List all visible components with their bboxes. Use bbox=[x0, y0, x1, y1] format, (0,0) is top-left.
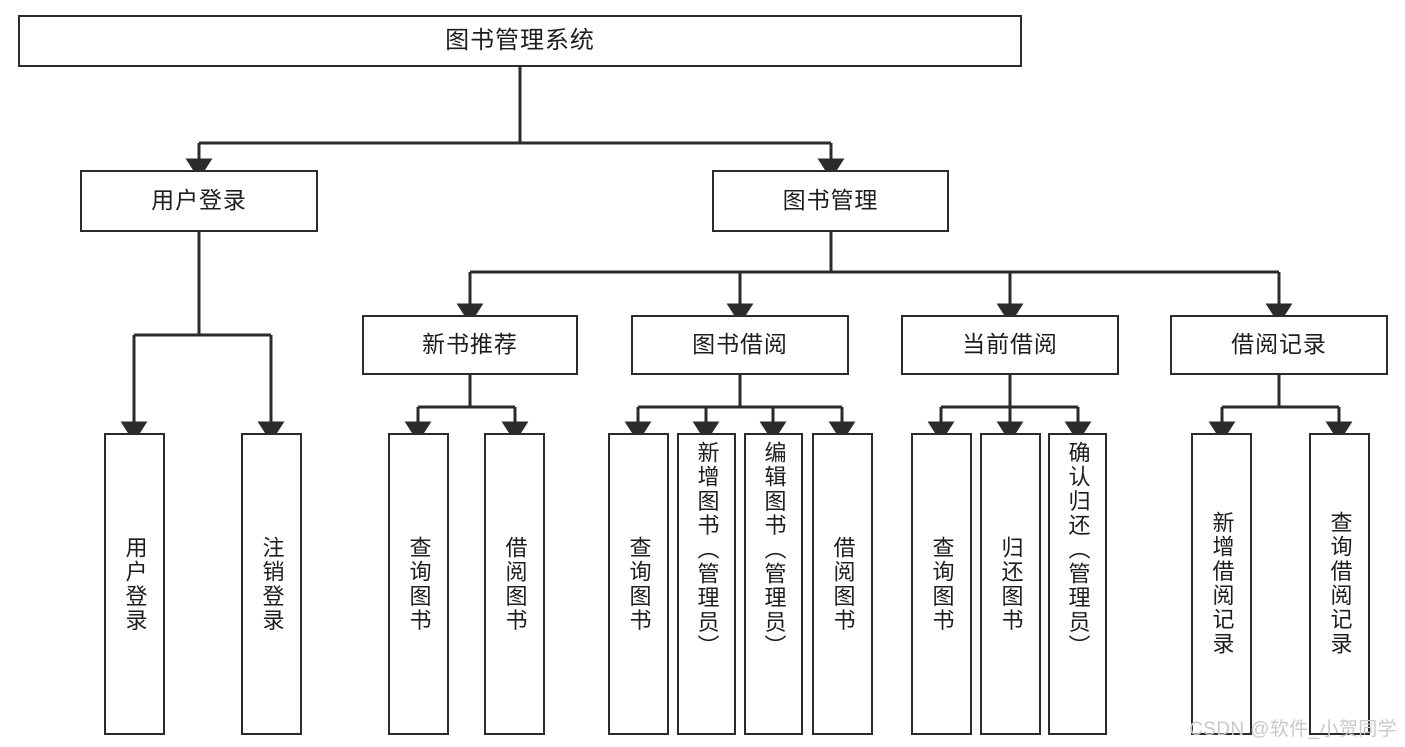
node-label: 图书管理系统 bbox=[445, 26, 595, 54]
leaf-edit-book-admin[interactable]: 编辑图书（管理员） bbox=[744, 433, 803, 735]
node-label: 新增图书（管理员） bbox=[694, 441, 720, 659]
leaf-borrow-book[interactable]: 借阅图书 bbox=[812, 433, 873, 735]
leaf-query-borrow-record[interactable]: 查询借阅记录 bbox=[1309, 433, 1370, 735]
node-book-management[interactable]: 图书管理 bbox=[712, 170, 949, 232]
leaf-user-login[interactable]: 用户登录 bbox=[104, 433, 165, 735]
leaf-user-logout[interactable]: 注销登录 bbox=[241, 433, 302, 735]
node-label: 图书管理 bbox=[782, 187, 879, 214]
node-label: 新书推荐 bbox=[422, 331, 518, 358]
leaf-return-book[interactable]: 归还图书 bbox=[980, 433, 1041, 735]
node-new-book-recommend[interactable]: 新书推荐 bbox=[362, 315, 578, 375]
node-label: 借阅图书 bbox=[502, 535, 528, 633]
leaf-add-book-admin[interactable]: 新增图书（管理员） bbox=[677, 433, 736, 735]
node-borrow-record[interactable]: 借阅记录 bbox=[1170, 315, 1388, 375]
leaf-query-book-borrow[interactable]: 查询图书 bbox=[608, 433, 669, 735]
node-root-system[interactable]: 图书管理系统 bbox=[18, 15, 1022, 67]
watermark-text: CSDN @软件_小贺同学 bbox=[1189, 719, 1397, 740]
node-label: 新增借阅记录 bbox=[1209, 511, 1235, 657]
node-label: 注销登录 bbox=[259, 535, 285, 633]
node-label: 借阅记录 bbox=[1231, 331, 1327, 358]
node-label: 确认归还（管理员） bbox=[1065, 441, 1091, 659]
node-label: 编辑图书（管理员） bbox=[761, 441, 787, 659]
leaf-add-borrow-record[interactable]: 新增借阅记录 bbox=[1191, 433, 1252, 735]
node-label: 查询图书 bbox=[626, 535, 652, 633]
leaf-query-book-recommend[interactable]: 查询图书 bbox=[388, 433, 449, 735]
node-current-borrow[interactable]: 当前借阅 bbox=[901, 315, 1119, 375]
leaf-query-book-current[interactable]: 查询图书 bbox=[911, 433, 972, 735]
node-label: 当前借阅 bbox=[962, 331, 1058, 358]
node-label: 归还图书 bbox=[998, 535, 1024, 633]
node-label: 查询借阅记录 bbox=[1327, 511, 1353, 657]
node-label: 借阅图书 bbox=[830, 535, 856, 633]
node-label: 查询图书 bbox=[929, 535, 955, 633]
leaf-borrow-book-recommend[interactable]: 借阅图书 bbox=[484, 433, 545, 735]
node-book-borrow[interactable]: 图书借阅 bbox=[631, 315, 849, 375]
node-user-login[interactable]: 用户登录 bbox=[80, 170, 318, 232]
node-label: 用户登录 bbox=[151, 187, 247, 214]
node-label: 查询图书 bbox=[406, 535, 432, 633]
node-label: 图书借阅 bbox=[692, 331, 788, 358]
leaf-confirm-return-admin[interactable]: 确认归还（管理员） bbox=[1048, 433, 1107, 735]
node-label: 用户登录 bbox=[122, 535, 148, 633]
